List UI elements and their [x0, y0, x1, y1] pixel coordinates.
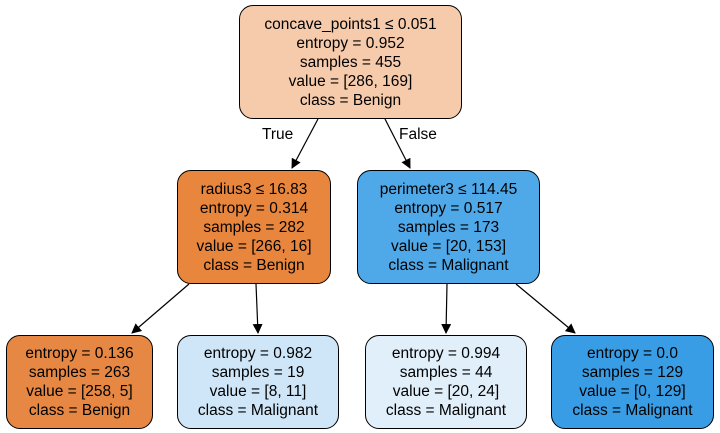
node-entropy: entropy = 0.314	[199, 199, 309, 217]
node-value: value = [20, 153]	[390, 237, 507, 255]
edge-label-true: True	[262, 126, 294, 143]
node-entropy: entropy = 0.994	[391, 345, 501, 362]
edge-root-to-right	[384, 118, 411, 169]
node-value: value = [266, 16]	[196, 237, 312, 255]
node-class: class = Malignant	[572, 402, 693, 419]
node-entropy: entropy = 0.982	[203, 345, 313, 362]
node-value: value = [8, 11]	[209, 383, 307, 400]
tree-leaf-1: entropy = 0.136 samples = 263 value = [2…	[6, 335, 153, 429]
tree-leaf-4: entropy = 0.0 samples = 129 value = [0, …	[551, 335, 714, 429]
tree-leaf-2: entropy = 0.982 samples = 19 value = [8,…	[177, 335, 339, 429]
tree-node-root: concave_points1 ≤ 0.051 entropy = 0.952 …	[239, 5, 462, 119]
node-class: class = Malignant	[385, 402, 507, 419]
node-samples: samples = 129	[581, 364, 684, 381]
node-class: class = Malignant	[388, 256, 509, 274]
node-samples: samples = 263	[28, 364, 131, 381]
node-value: value = [20, 24]	[392, 383, 500, 400]
node-entropy: entropy = 0.0	[587, 345, 678, 362]
node-entropy: entropy = 0.517	[394, 199, 503, 217]
node-samples: samples = 19	[211, 364, 305, 381]
edge-left-to-leaf2	[252, 283, 263, 334]
tree-node-left: radius3 ≤ 16.83 entropy = 0.314 samples …	[177, 170, 331, 284]
node-value: value = [286, 169]	[288, 72, 413, 90]
node-class: class = Malignant	[197, 402, 319, 419]
node-class: class = Benign	[28, 402, 131, 419]
node-split-condition: perimeter3 ≤ 114.45	[379, 180, 518, 198]
node-value: value = [258, 5]	[26, 383, 133, 400]
node-entropy: entropy = 0.952	[296, 34, 405, 52]
edge-root-to-left	[291, 118, 319, 169]
tree-node-right: perimeter3 ≤ 114.45 entropy = 0.517 samp…	[357, 170, 540, 284]
edge-right-to-leaf3	[441, 283, 452, 334]
node-samples: samples = 173	[397, 218, 500, 236]
node-split-condition: concave_points1 ≤ 0.051	[264, 15, 437, 33]
node-samples: samples = 455	[299, 53, 402, 71]
edge-label-false: False	[399, 126, 437, 143]
node-split-condition: radius3 ≤ 16.83	[200, 180, 308, 198]
tree-leaf-3: entropy = 0.994 samples = 44 value = [20…	[365, 335, 527, 429]
node-samples: samples = 282	[203, 218, 305, 236]
node-class: class = Benign	[299, 91, 402, 109]
node-samples: samples = 44	[399, 364, 493, 381]
node-value: value = [0, 129]	[579, 383, 686, 400]
edge-left-to-leaf1	[131, 283, 190, 334]
node-class: class = Benign	[203, 256, 305, 274]
node-entropy: entropy = 0.136	[25, 345, 134, 362]
edge-right-to-leaf4	[515, 283, 576, 334]
